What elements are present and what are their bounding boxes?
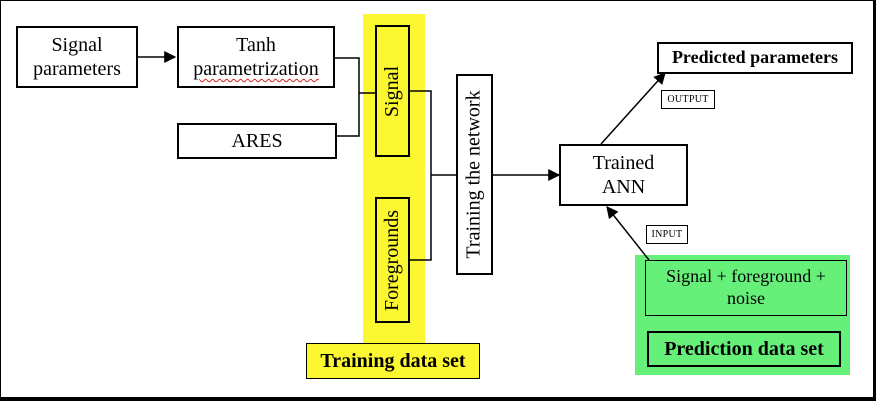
trained-ann-box: Trained ANN [559,144,688,206]
arrow-ann-to-predicted [600,72,666,145]
signal-box: Signal [375,25,410,157]
input-tag: INPUT [646,225,688,244]
output-tag-label: OUTPUT [667,94,709,105]
tanh-line2: parametrization [193,58,319,80]
tanh-parametrization-box: Tanh parametrization [177,26,335,88]
ares-box: ARES [177,123,337,159]
input-tag-label: INPUT [651,229,683,240]
tanh-line1: Tanh [236,34,276,56]
trained-ann-line1: Trained [592,152,655,174]
foregrounds-box: Foregrounds [375,197,410,323]
signal-parameters-box: Signal parameters [16,26,138,88]
signal-foreground-noise-box: Signal + foreground + noise [645,260,847,316]
predicted-parameters-label: Predicted parameters [671,47,839,68]
signal-label: Signal [381,65,403,117]
connector-signal-fg-bracket [410,90,432,261]
arrow-noise-to-ann [606,206,650,261]
prediction-data-set-text: Prediction data set [664,338,824,360]
output-tag: OUTPUT [661,90,715,109]
ares-label: ARES [231,130,283,152]
trained-ann-line2: ANN [601,176,646,198]
training-data-set-text: Training data set [320,350,466,372]
connector-tanh-ares-to-signal [335,57,360,137]
predicted-parameters-box: Predicted parameters [657,42,853,74]
signal-fg-noise-line1: Signal + foreground + [666,266,826,287]
prediction-data-set-label: Prediction data set [647,331,841,367]
signal-parameters-line2: parameters [33,58,121,80]
foregrounds-label: Foregrounds [381,209,404,311]
training-network-box: Training the network [456,74,493,275]
training-data-set-label: Training data set [306,343,480,379]
signal-fg-noise-line2: noise [727,288,765,308]
training-network-label: Training the network [463,90,486,259]
signal-parameters-line1: Signal [51,34,103,56]
